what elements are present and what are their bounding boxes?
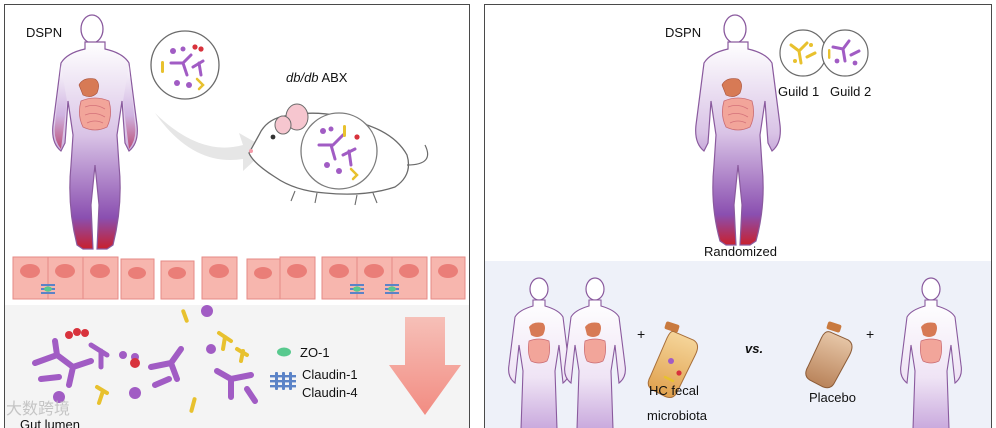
- left-diagram: [12, 14, 466, 415]
- watermark: 大数跨境: [6, 401, 71, 418]
- randomized-label: Randomized: [704, 244, 777, 259]
- zo1-label: ZO-1: [300, 345, 330, 360]
- placebo-label: Placebo: [809, 390, 856, 405]
- left-dspn-label: DSPN: [26, 25, 63, 40]
- transfer-arrow-icon: [155, 113, 267, 171]
- epithelial-cell-layer: [12, 256, 466, 300]
- guild2-label: Guild 2: [830, 84, 872, 99]
- claudin1-label: Claudin-1: [302, 367, 358, 382]
- treated-patient-figure-2-icon: [564, 277, 626, 428]
- claudin-legend-mark: [270, 372, 296, 390]
- dspn-human-figure-icon: [695, 14, 781, 246]
- human-figure-icon: [52, 14, 138, 250]
- gut-lumen-label: Gut lumen: [20, 417, 80, 428]
- mouse-treatment-label: ABX: [318, 70, 348, 85]
- claudin4-label: Claudin-4: [302, 385, 358, 400]
- right-diagram: [508, 14, 962, 428]
- mouse-icon: [248, 103, 429, 206]
- right-panel: DSPN Guild 1 Guild 2 Randomized + HC fec…: [484, 4, 992, 428]
- versus-label: vs.: [745, 341, 764, 356]
- decrease-arrow-icon: [389, 317, 461, 415]
- microbiota-label: microbiota: [647, 408, 707, 423]
- zo1-legend-mark: [277, 347, 291, 357]
- guild1-circle-icon: [779, 29, 827, 77]
- microbiota-circle-icon: [150, 30, 220, 100]
- plus-sign-2: +: [866, 326, 875, 342]
- gut-bacteria-icon: [32, 305, 258, 413]
- right-dspn-label: DSPN: [665, 25, 702, 40]
- mouse-strain-label: db/db: [286, 70, 319, 85]
- hc-fecal-label: HC fecal: [649, 383, 699, 398]
- placebo-patient-figure-icon: [900, 277, 962, 428]
- left-panel: DSPN db/db ABX ZO-1 Claudin-1 Claudin-4 …: [4, 4, 470, 428]
- mouse-model-label: db/db ABX: [286, 70, 347, 85]
- placebo-bottle-icon: [805, 321, 853, 389]
- guild2-circle-icon: [821, 29, 869, 77]
- plus-sign-1: +: [637, 326, 646, 342]
- treated-patient-figure-1-icon: [508, 277, 570, 428]
- hc-fecal-microbiota-bottle-icon: [647, 321, 699, 398]
- guild1-label: Guild 1: [778, 84, 820, 99]
